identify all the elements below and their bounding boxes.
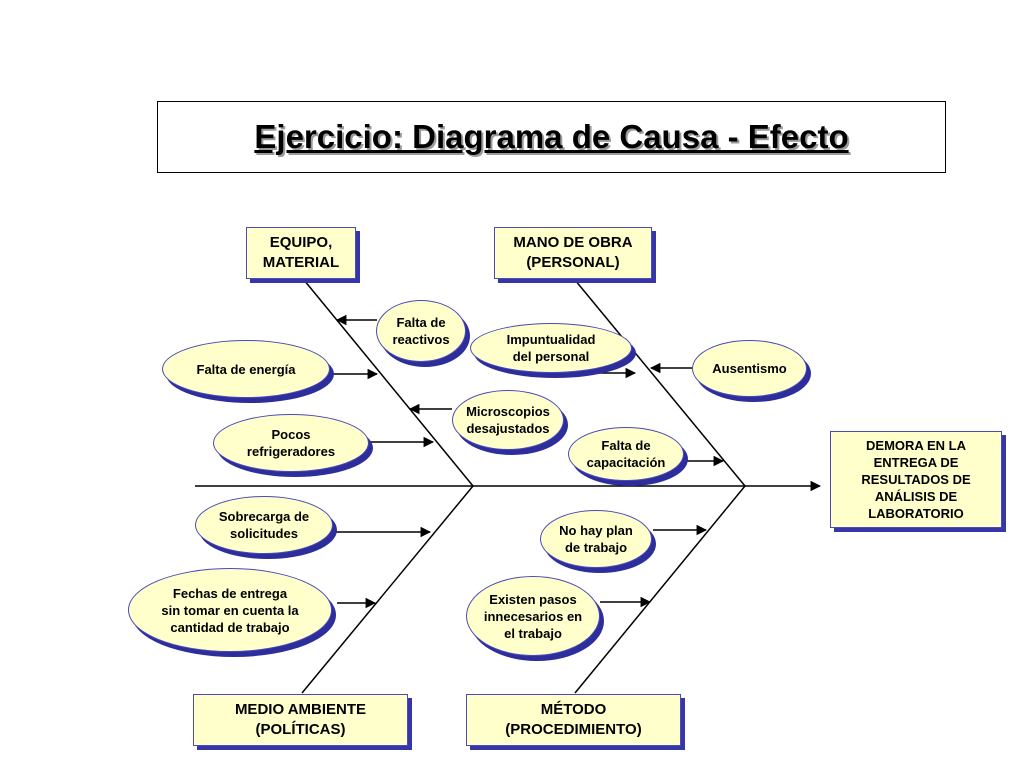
bone-metodo: [574, 485, 746, 694]
bone-equipo: [303, 279, 474, 487]
title-box: Ejercicio: Diagrama de Causa - Efecto: [157, 101, 946, 173]
cause-falta-reactivos: Falta de reactivos: [376, 300, 466, 362]
bone-medio-ambiente: [301, 485, 474, 694]
cause-falta-energia: Falta de energía: [162, 340, 330, 398]
category-medio-ambiente: MEDIO AMBIENTE (POLÍTICAS): [193, 694, 408, 746]
cause-impuntualidad-personal: Impuntualidad del personal: [470, 323, 632, 373]
cause-microscopios-desajustados: Microscopios desajustados: [452, 390, 564, 450]
cause-pocos-refrigeradores: Pocos refrigeradores: [213, 414, 369, 472]
cause-ausentismo: Ausentismo: [692, 340, 807, 397]
effect-box: DEMORA EN LA ENTREGA DE RESULTADOS DE AN…: [830, 431, 1002, 528]
category-equipo-material: EQUIPO, MATERIAL: [246, 227, 356, 279]
cause-pasos-innecesarios: Existen pasos innecesarios en el trabajo: [466, 576, 600, 656]
page-title: Ejercicio: Diagrama de Causa - Efecto: [254, 118, 849, 155]
cause-no-hay-plan: No hay plan de trabajo: [540, 510, 652, 568]
bone-mano-obra: [574, 279, 746, 487]
category-mano-de-obra: MANO DE OBRA (PERSONAL): [494, 227, 652, 279]
cause-fechas-entrega: Fechas de entrega sin tomar en cuenta la…: [128, 568, 332, 652]
category-metodo: MÉTODO (PROCEDIMIENTO): [466, 694, 681, 746]
cause-sobrecarga-solicitudes: Sobrecarga de solicitudes: [195, 496, 333, 554]
cause-falta-capacitacion: Falta de capacitación: [568, 427, 684, 481]
